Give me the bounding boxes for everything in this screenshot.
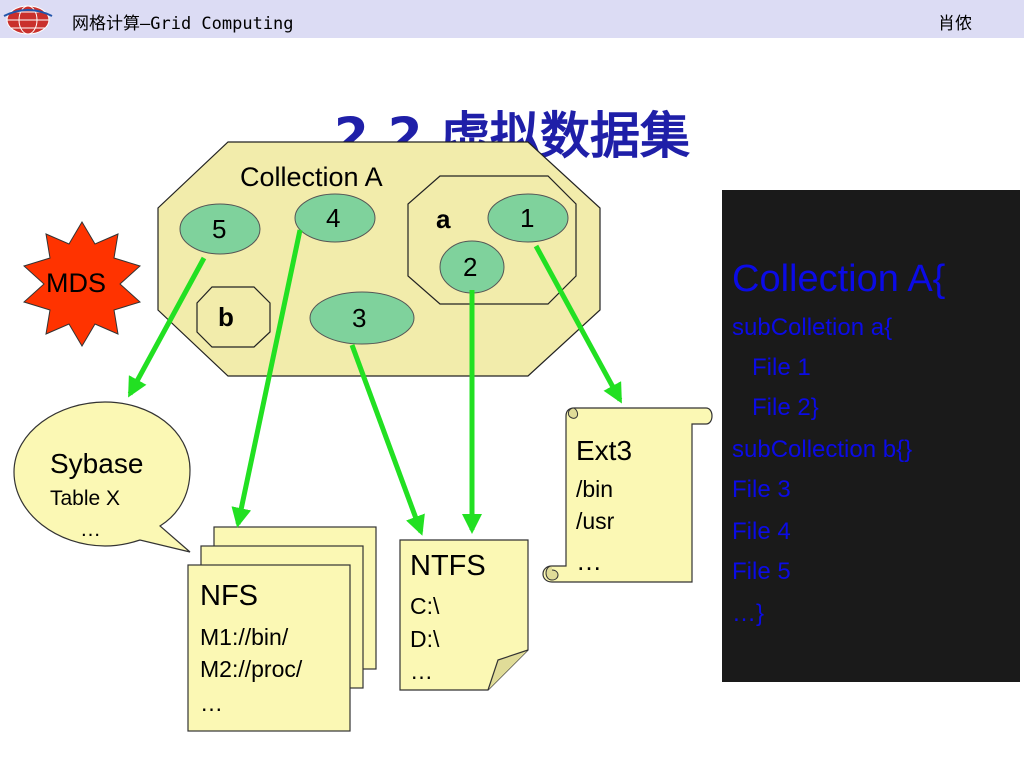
ntfs-line3: … [410, 658, 433, 684]
ext3-line2: /usr [576, 508, 615, 534]
nfs-line3: … [200, 690, 223, 716]
subcollection-a-label: a [436, 204, 451, 234]
node-1-shape [487, 193, 569, 243]
ext3-line1: /bin [576, 476, 614, 502]
node-5-shape [179, 203, 261, 255]
code-line-9: …} [732, 600, 765, 627]
ext3-scroll-top-curl [567, 407, 579, 419]
nfs-line2: M2://proc/ [200, 656, 303, 682]
ntfs-doc-fold [487, 649, 529, 691]
code-line-3: File 1 [732, 354, 811, 381]
node-5-label: 5 [212, 214, 227, 244]
subcollection-b-shape [196, 286, 271, 348]
code-line-1: Collection A{ [732, 258, 946, 300]
node-4-label: 4 [326, 203, 341, 233]
ext3-line3: … [576, 546, 602, 576]
code-line-8: File 5 [732, 558, 791, 585]
code-line-2: subColletion a{ [732, 314, 893, 341]
node-2-label: 2 [463, 252, 478, 282]
mds-star-shape [23, 221, 141, 347]
arrow-3-to-ntfs [349, 344, 425, 536]
node-3-shape [309, 291, 415, 345]
code-line-6: File 3 [732, 476, 791, 503]
header-bar: 网格计算—Grid Computing 肖侬 [0, 0, 1024, 38]
globe-logo-icon [3, 5, 53, 35]
author-name: 肖侬 [938, 14, 972, 34]
sybase-bubble-shape [13, 401, 191, 553]
code-line-7: File 4 [732, 518, 791, 545]
collection-a-label: Collection A [240, 162, 383, 192]
collection-definition-panel: Collection A{ subColletion a{ File 1 Fil… [722, 190, 1020, 682]
ext3-title: Ext3 [576, 435, 633, 466]
sybase-line2: … [80, 518, 101, 541]
arrow-1-to-ext3 [533, 244, 623, 404]
ext3-scroll-bottom-curl [545, 565, 559, 581]
ntfs-line1: C:\ [410, 593, 440, 619]
code-line-5: subCollection b{} [732, 436, 913, 463]
node-3-label: 3 [352, 303, 367, 333]
node-4-shape [294, 193, 376, 243]
node-1-label: 1 [520, 203, 535, 233]
arrow-4-to-nfs [231, 229, 303, 528]
sybase-title: Sybase [50, 448, 144, 479]
arrow-5-to-sybase [127, 256, 207, 398]
subcollection-b-label: b [218, 302, 234, 332]
sybase-line1: Table X [50, 487, 121, 510]
ntfs-line2: D:\ [410, 626, 440, 652]
ntfs-title: NTFS [410, 550, 486, 582]
code-line-4: File 2} [732, 394, 819, 421]
ext3-scroll-shape [542, 407, 713, 583]
course-title: 网格计算—Grid Computing [72, 14, 294, 34]
nfs-doc-front [187, 564, 351, 732]
nfs-line1: M1://bin/ [200, 624, 289, 650]
mds-label: MDS [46, 268, 106, 298]
nfs-title: NFS [200, 580, 258, 612]
